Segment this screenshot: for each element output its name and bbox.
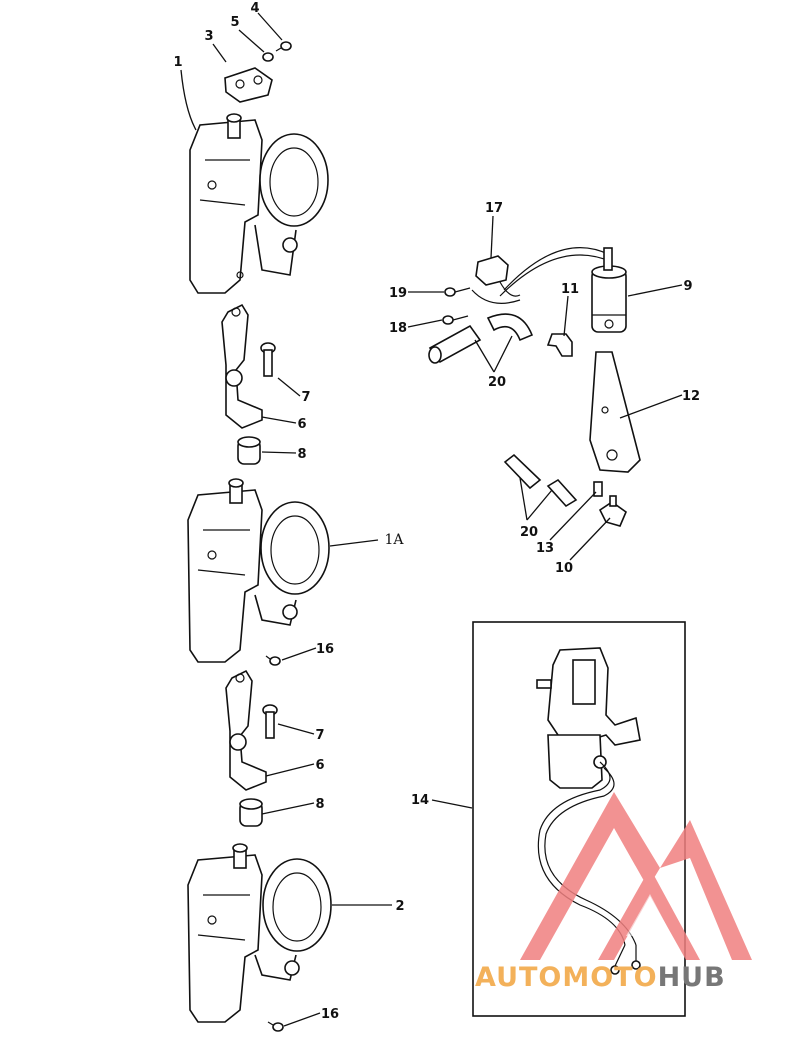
- callout-7-upper: 7: [301, 390, 310, 405]
- hose-20-upper: [428, 313, 534, 364]
- watermark-logo: [520, 792, 752, 960]
- callout-8-upper: 8: [297, 447, 306, 462]
- callout-6-upper: 6: [297, 417, 306, 432]
- hose-to-solenoid: [471, 247, 613, 304]
- part-3-bracket: [224, 67, 273, 103]
- callout-16-lower: 16: [321, 1007, 339, 1022]
- callout-20-lower: 20: [520, 525, 538, 540]
- callout-1: 1: [173, 55, 182, 70]
- part-17-clip: [475, 255, 521, 297]
- fuel-pump-14: [536, 647, 641, 975]
- carburetor-1: [189, 113, 329, 294]
- callout-1a: 1A: [384, 532, 404, 548]
- callout-10: 10: [555, 561, 573, 576]
- logo-triangle-icon: [598, 868, 700, 960]
- callout-5: 5: [230, 15, 239, 30]
- callout-19: 19: [389, 286, 407, 301]
- screw-19: [444, 287, 471, 297]
- inset-frame: [472, 621, 686, 1017]
- callout-14: 14: [411, 793, 429, 808]
- fitting-13: [593, 481, 603, 497]
- link-6-upper: [221, 303, 263, 429]
- leader-lines: [180, 12, 683, 1027]
- screw-16-upper: [265, 655, 281, 666]
- watermark-part-1: AUTOMOTO: [475, 962, 658, 993]
- hose-20-lower: [503, 453, 578, 508]
- watermark-part-2: HUB: [658, 962, 726, 993]
- callout-12: 12: [682, 389, 700, 404]
- callout-4: 4: [250, 1, 259, 16]
- link-6-lower: [225, 669, 267, 791]
- screw-16-lower: [267, 1021, 284, 1032]
- callout-11: 11: [561, 282, 579, 297]
- solenoid-9: [591, 247, 627, 333]
- carburetor-1a: [187, 478, 330, 663]
- callout-3: 3: [204, 29, 213, 44]
- fitting-10: [598, 495, 627, 527]
- part-5-washer: [262, 52, 274, 62]
- carburetor-2: [187, 843, 332, 1023]
- fitting-11: [546, 333, 573, 357]
- screw-7-lower: [262, 704, 278, 739]
- callout-17: 17: [485, 201, 503, 216]
- callout-8-lower: 8: [315, 797, 324, 812]
- part-4-screw: [275, 41, 292, 52]
- callout-labels: 1 3 5 4 7 6 8 1A 16 7 6 8 2 16 17 19 18 …: [173, 1, 700, 1022]
- screw-7-upper: [260, 342, 276, 377]
- callout-9: 9: [683, 279, 692, 294]
- screw-18: [442, 315, 469, 325]
- callout-20-upper: 20: [488, 375, 506, 390]
- watermark-text: AUTOMOTOHUB: [475, 962, 726, 993]
- callout-18: 18: [389, 321, 407, 336]
- spacer-8-upper: [237, 436, 261, 465]
- callout-2: 2: [395, 899, 404, 914]
- bracket-12: [589, 351, 641, 473]
- callout-7-lower: 7: [315, 728, 324, 743]
- callout-16-upper: 16: [316, 642, 334, 657]
- callout-13: 13: [536, 541, 554, 556]
- spacer-8-lower: [239, 798, 263, 827]
- callout-6-lower: 6: [315, 758, 324, 773]
